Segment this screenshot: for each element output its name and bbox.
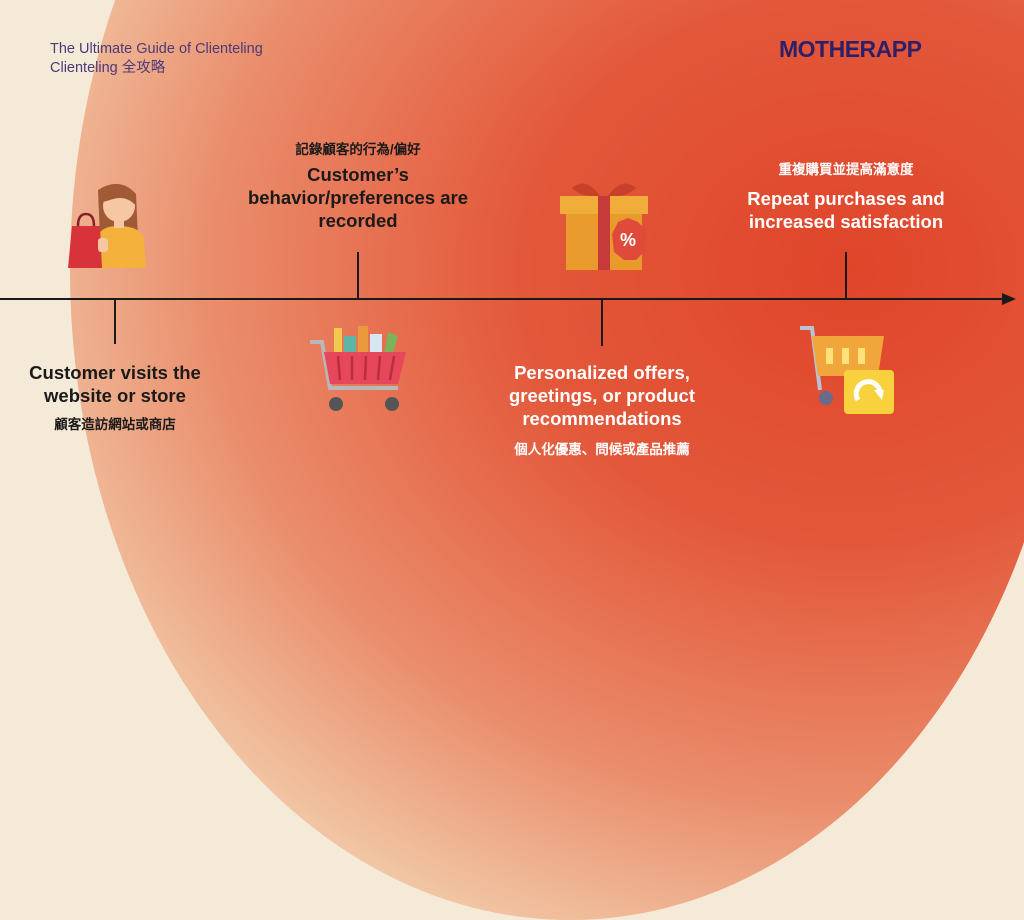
timeline-tick-step-2	[357, 252, 359, 299]
timeline-tick-step-1	[114, 299, 116, 344]
shopper-with-bag-icon	[68, 183, 146, 268]
guide-subtitle: Clienteling 全攻略	[50, 60, 166, 76]
step-4-english: Repeat purchases and increased satisfact…	[747, 188, 945, 232]
background-gradient-circle	[70, 0, 1024, 920]
step-2-english: Customer’s behavior/preferences are reco…	[247, 164, 469, 231]
step-2-label: 記錄顧客的行為/偏好 Customer’s behavior/preferenc…	[240, 138, 476, 232]
timeline-tick-step-3	[601, 299, 603, 346]
step-4-chinese: 重複購買並提高滿意度	[778, 162, 914, 177]
step-4-label: 重複購買並提高滿意度 Repeat purchases and increase…	[720, 158, 972, 233]
svg-text:%: %	[620, 230, 636, 250]
guide-title: The Ultimate Guide of Clienteling	[50, 41, 263, 57]
timeline-axis	[0, 298, 1004, 300]
shopping-cart-icon	[310, 326, 406, 411]
repeat-cart-icon	[800, 326, 894, 414]
timeline-tick-step-4	[845, 252, 847, 299]
step-1-english: Customer visits the website or store	[29, 362, 201, 406]
step-1-label: Customer visits the website or store 顧客造…	[10, 361, 220, 433]
step-2-chinese: 記錄顧客的行為/偏好	[295, 142, 421, 157]
step-3-chinese: 個人化優惠、問候或產品推薦	[514, 442, 690, 457]
page-header: The Ultimate Guide of Clienteling Client…	[50, 40, 263, 78]
step-3-english: Personalized offers, greetings, or produ…	[508, 362, 696, 429]
brand-logo: MOTHERAPP	[779, 36, 922, 62]
gift-discount-icon: %	[560, 183, 648, 270]
step-1-chinese: 顧客造訪網站或商店	[54, 417, 176, 432]
timeline-arrowhead	[1002, 293, 1016, 305]
step-3-label: Personalized offers, greetings, or produ…	[478, 361, 726, 458]
